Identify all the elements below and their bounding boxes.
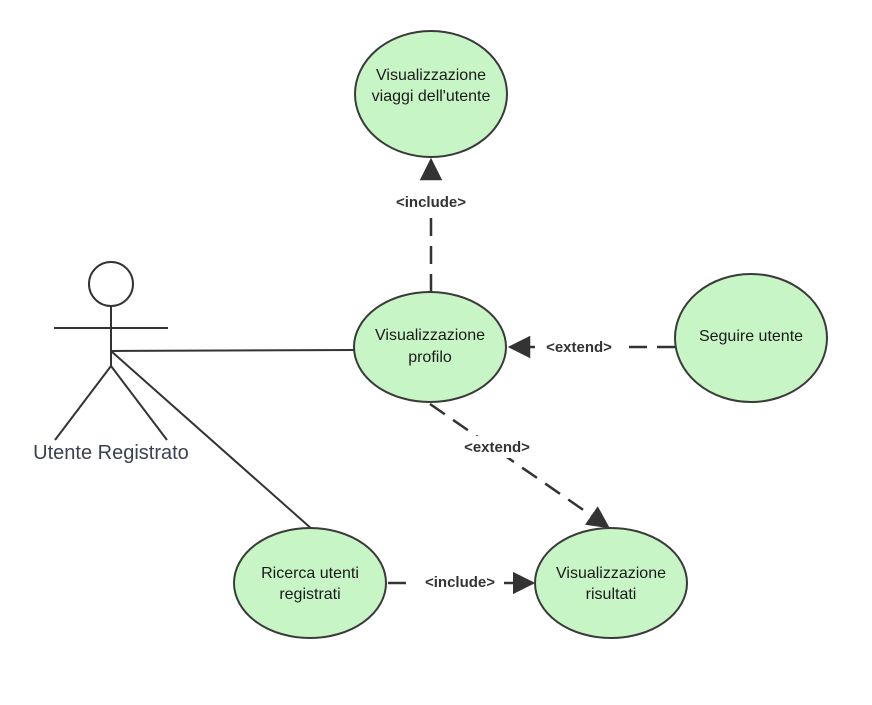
include-profilo-viaggi-label: <include> xyxy=(396,194,466,211)
use-case-risultati[interactable]: Visualizzazione risultati xyxy=(534,527,688,639)
use-case-seguire-line1: Seguire utente xyxy=(699,328,803,345)
include-label-bg-2 xyxy=(416,571,504,593)
use-case-viaggi[interactable]: Visualizzazione viaggi dell'utente xyxy=(354,30,508,158)
include-ricerca-risultati-label: <include> xyxy=(425,574,495,591)
use-case-ricerca-line1: Ricerca utenti xyxy=(261,565,359,582)
actor-right-leg xyxy=(110,365,168,441)
use-case-ricerca[interactable]: Ricerca utenti registrati xyxy=(233,527,387,639)
use-case-profilo-line2: profilo xyxy=(408,349,452,366)
association-actor-profilo xyxy=(110,349,356,352)
actor-left-leg xyxy=(54,365,112,441)
use-case-ricerca-line2: registrati xyxy=(279,586,340,603)
association-actor-ricerca xyxy=(110,350,314,531)
actor-head xyxy=(88,261,134,307)
use-case-seguire-shape xyxy=(674,273,828,403)
actor-utente-registrato: Utente Registrato xyxy=(33,261,189,464)
extend-profilo-risultati-line xyxy=(429,402,610,529)
use-case-risultati-line1: Visualizzazione xyxy=(556,565,666,582)
extend-profilo-risultati-label: <extend> xyxy=(464,439,530,456)
use-case-viaggi-line1: Visualizzazione xyxy=(376,67,486,84)
use-case-viaggi-shape xyxy=(354,30,508,158)
use-case-ricerca-shape xyxy=(233,527,387,639)
include-label-bg-1 xyxy=(387,190,475,212)
use-case-viaggi-line2: viaggi dell'utente xyxy=(372,88,491,105)
use-case-risultati-shape xyxy=(534,527,688,639)
use-case-profilo-line1: Visualizzazione xyxy=(375,327,485,344)
use-case-seguire[interactable]: Seguire utente xyxy=(674,273,828,403)
use-case-risultati-line2: risultati xyxy=(586,586,637,603)
actor-label: Utente Registrato xyxy=(33,442,189,464)
use-case-profilo-shape xyxy=(353,291,507,403)
use-case-profilo[interactable]: Visualizzazione profilo xyxy=(353,291,507,403)
extend-seguire-profilo-label: <extend> xyxy=(546,339,612,356)
extend-label-bg-1 xyxy=(537,335,621,357)
extend-label-bg-2 xyxy=(455,436,541,458)
